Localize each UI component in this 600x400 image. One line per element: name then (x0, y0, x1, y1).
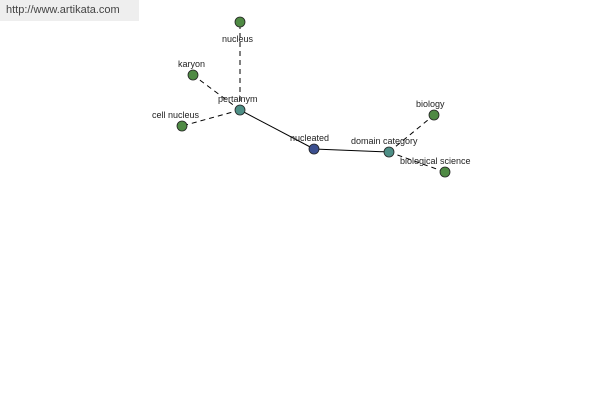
node-label-karyon[interactable]: karyon (178, 59, 205, 69)
node-biology[interactable] (428, 109, 440, 121)
node-label-nucleated[interactable]: nucleated (290, 133, 329, 143)
edge-domain-category-to-biological-science (388, 151, 446, 173)
graph-nodes: nucleated pertainym domain category nucleus… (152, 16, 471, 178)
edge-pertainym-to-karyon (192, 74, 241, 111)
node-label-biology[interactable]: biology (416, 99, 445, 109)
node-nucleus[interactable] (234, 16, 246, 28)
node-label-pertainym[interactable]: pertainym (218, 94, 258, 104)
node-label-nucleus[interactable]: nucleus (222, 34, 254, 44)
node-karyon[interactable] (187, 69, 199, 81)
node-pertainym[interactable] (234, 104, 246, 116)
node-label-biological-science[interactable]: biological science (400, 156, 471, 166)
node-nucleated[interactable] (308, 143, 320, 155)
graph-edges (181, 22, 446, 173)
source-url-text[interactable]: http://www.artikata.com (6, 4, 120, 16)
node-domain-category[interactable] (383, 146, 395, 158)
edge-domain-category-to-biology (388, 114, 435, 153)
node-label-cell-nucleus[interactable]: cell nucleus (152, 110, 200, 120)
edge-pertainym-to-cell-nucleus (181, 109, 241, 127)
url-banner: http://www.artikata.com (0, 0, 139, 21)
edge-nucleated-to-pertainym (239, 109, 315, 150)
node-biological-science[interactable] (439, 166, 451, 178)
edge-nucleated-to-domain-category (313, 148, 390, 153)
node-label-domain-category[interactable]: domain category (351, 136, 418, 146)
node-cell-nucleus[interactable] (176, 120, 188, 132)
